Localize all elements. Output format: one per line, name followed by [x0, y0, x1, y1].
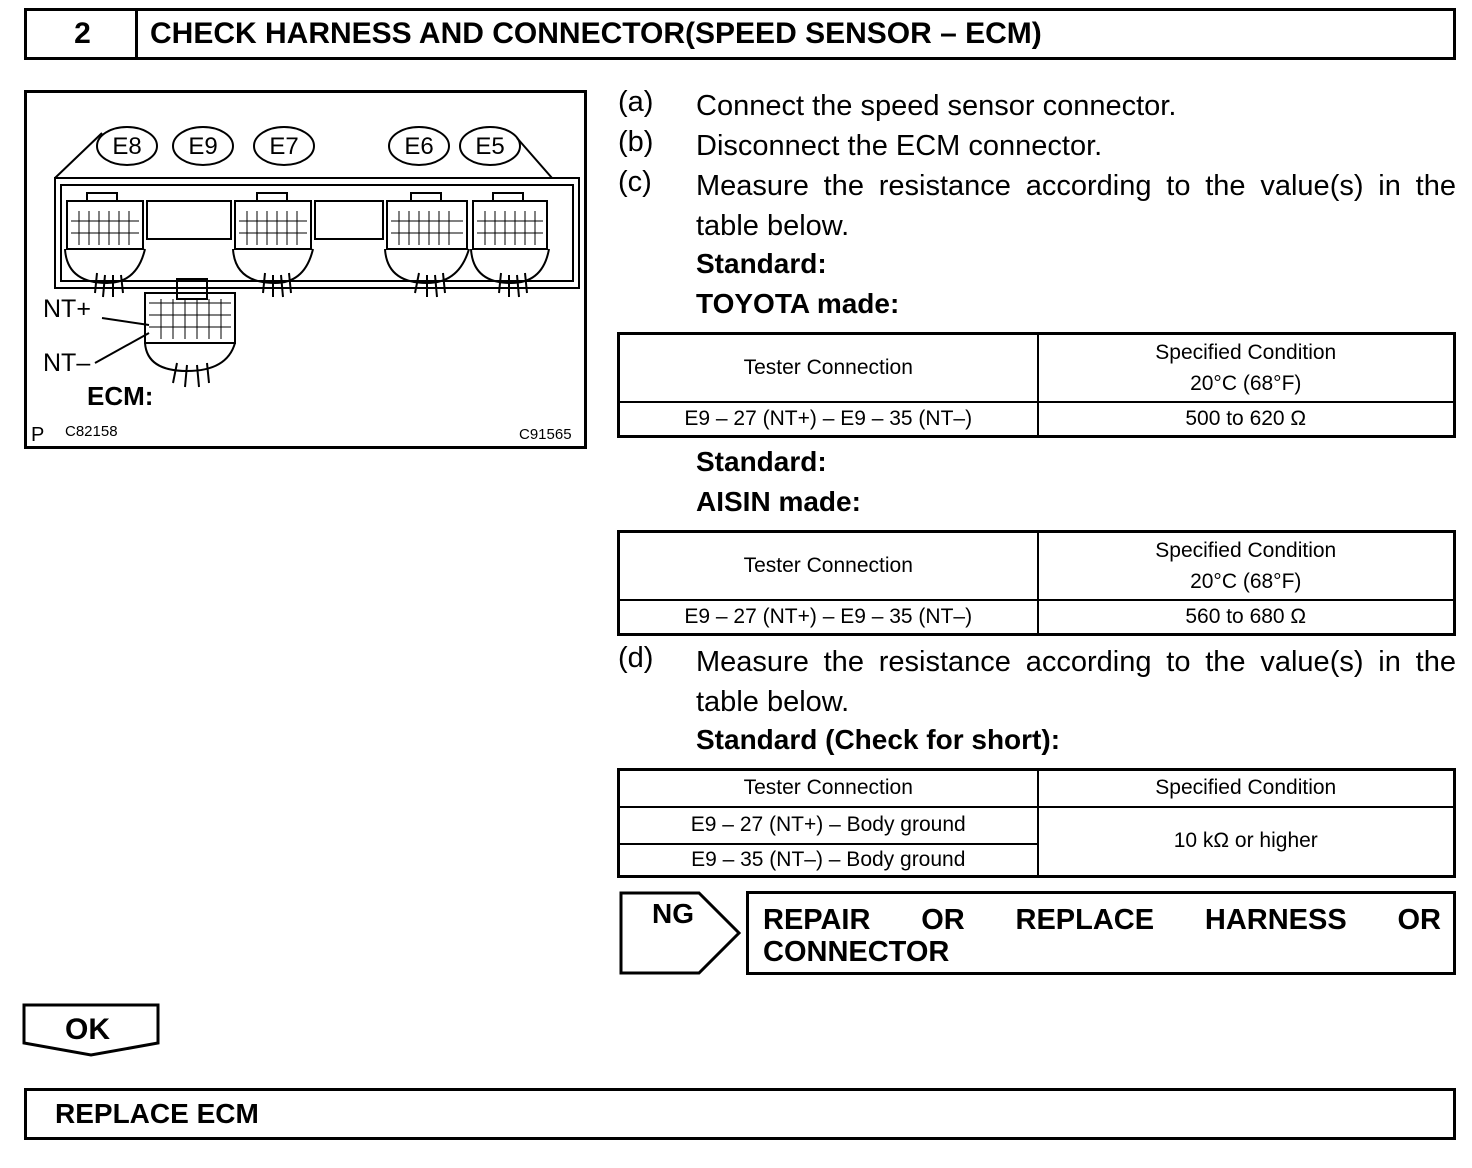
short-value: 10 kΩ or higher	[1036, 805, 1456, 878]
label-e9: E9	[188, 133, 217, 160]
ng-arrow-shape	[619, 891, 742, 975]
aisin-connection: E9 – 27 (NT+) – E9 – 35 (NT–)	[617, 598, 1039, 636]
final-action-box: REPLACE ECM	[24, 1088, 1456, 1140]
aisin-spec-table: Tester Connection Specified Condition 20…	[617, 530, 1456, 636]
ecm-connector-diagram: E8 E9 E7 E6 E5	[31, 126, 580, 446]
step-d-label: (d)	[618, 642, 654, 674]
step-b-label: (b)	[618, 126, 654, 158]
step-d-text: Measure the resistance according to the …	[696, 646, 1456, 718]
e9-detail-connector	[94, 278, 236, 388]
pin-minus-label: NT–	[43, 349, 90, 377]
aisin-col-spec: Specified Condition 20°C (68°F)	[1036, 530, 1456, 601]
short-row-1: E9 – 27 (NT+) – Body ground	[617, 805, 1039, 845]
toyota-standard-label: Standard:	[696, 248, 827, 279]
code-right: C91565	[519, 426, 572, 443]
toyota-col-spec-temp: 20°C (68°F)	[1190, 371, 1302, 395]
step-number: 2	[24, 8, 138, 60]
label-e5: E5	[475, 133, 504, 160]
short-col-spec: Specified Condition	[1036, 768, 1456, 808]
ok-arrow-shape	[22, 1003, 160, 1057]
toyota-connection: E9 – 27 (NT+) – E9 – 35 (NT–)	[617, 400, 1039, 438]
label-e6: E6	[404, 133, 433, 160]
aisin-value: 560 to 680 Ω	[1036, 598, 1456, 636]
toyota-col-tester: Tester Connection	[617, 332, 1039, 403]
wire-harnesses	[64, 248, 550, 298]
ecm-body	[54, 132, 580, 289]
toyota-made-label: TOYOTA made:	[696, 288, 900, 319]
step-a-text: Connect the speed sensor connector.	[696, 90, 1177, 122]
ng-word: OR	[921, 904, 965, 936]
connector-labels: E8 E9 E7 E6 E5	[96, 126, 521, 166]
ng-word: REPLACE	[1015, 904, 1155, 936]
corner-p: P	[31, 424, 44, 446]
code-left: C82158	[65, 423, 118, 440]
ecm-label: ECM:	[87, 381, 153, 411]
aisin-standard-label: Standard:	[696, 446, 827, 477]
short-standard-label: Standard (Check for short):	[696, 724, 1061, 755]
ng-action-line1: REPAIR OR REPLACE HARNESS OR	[763, 904, 1441, 936]
aisin-made-label: AISIN made:	[696, 486, 861, 517]
ng-word: REPAIR	[763, 904, 871, 936]
toyota-col-spec-title: Specified Condition	[1155, 340, 1337, 364]
toyota-col-spec: Specified Condition 20°C (68°F)	[1036, 332, 1456, 403]
ng-word: OR	[1397, 904, 1442, 936]
ng-action-box: REPAIR OR REPLACE HARNESS OR CONNECTOR	[746, 891, 1456, 975]
toyota-value: 500 to 620 Ω	[1036, 400, 1456, 438]
step-title: CHECK HARNESS AND CONNECTOR(SPEED SENSOR…	[135, 8, 1456, 60]
pin-plus-label: NT+	[43, 295, 91, 323]
toyota-spec-table: Tester Connection Specified Condition 20…	[617, 332, 1456, 438]
short-col-tester: Tester Connection	[617, 768, 1039, 808]
label-e7: E7	[269, 133, 298, 160]
aisin-col-tester: Tester Connection	[617, 530, 1039, 601]
ecm-connector-figure: E8 E9 E7 E6 E5	[24, 90, 587, 449]
step-c-label: (c)	[618, 166, 652, 198]
connector-pin-grids	[71, 211, 543, 245]
step-c-text: Measure the resistance according to the …	[696, 170, 1456, 242]
ng-action-line2: CONNECTOR	[763, 936, 950, 968]
ng-word: HARNESS	[1204, 904, 1347, 936]
ng-label: NG	[652, 898, 694, 929]
aisin-col-spec-title: Specified Condition	[1155, 538, 1337, 562]
ok-label: OK	[65, 1013, 110, 1046]
short-spec-table: Tester Connection Specified Condition E9…	[617, 768, 1456, 878]
step-a-label: (a)	[618, 86, 654, 118]
short-row-2: E9 – 35 (NT–) – Body ground	[617, 842, 1039, 878]
label-e8: E8	[112, 133, 141, 160]
step-b-text: Disconnect the ECM connector.	[696, 130, 1103, 162]
aisin-col-spec-temp: 20°C (68°F)	[1190, 569, 1302, 593]
